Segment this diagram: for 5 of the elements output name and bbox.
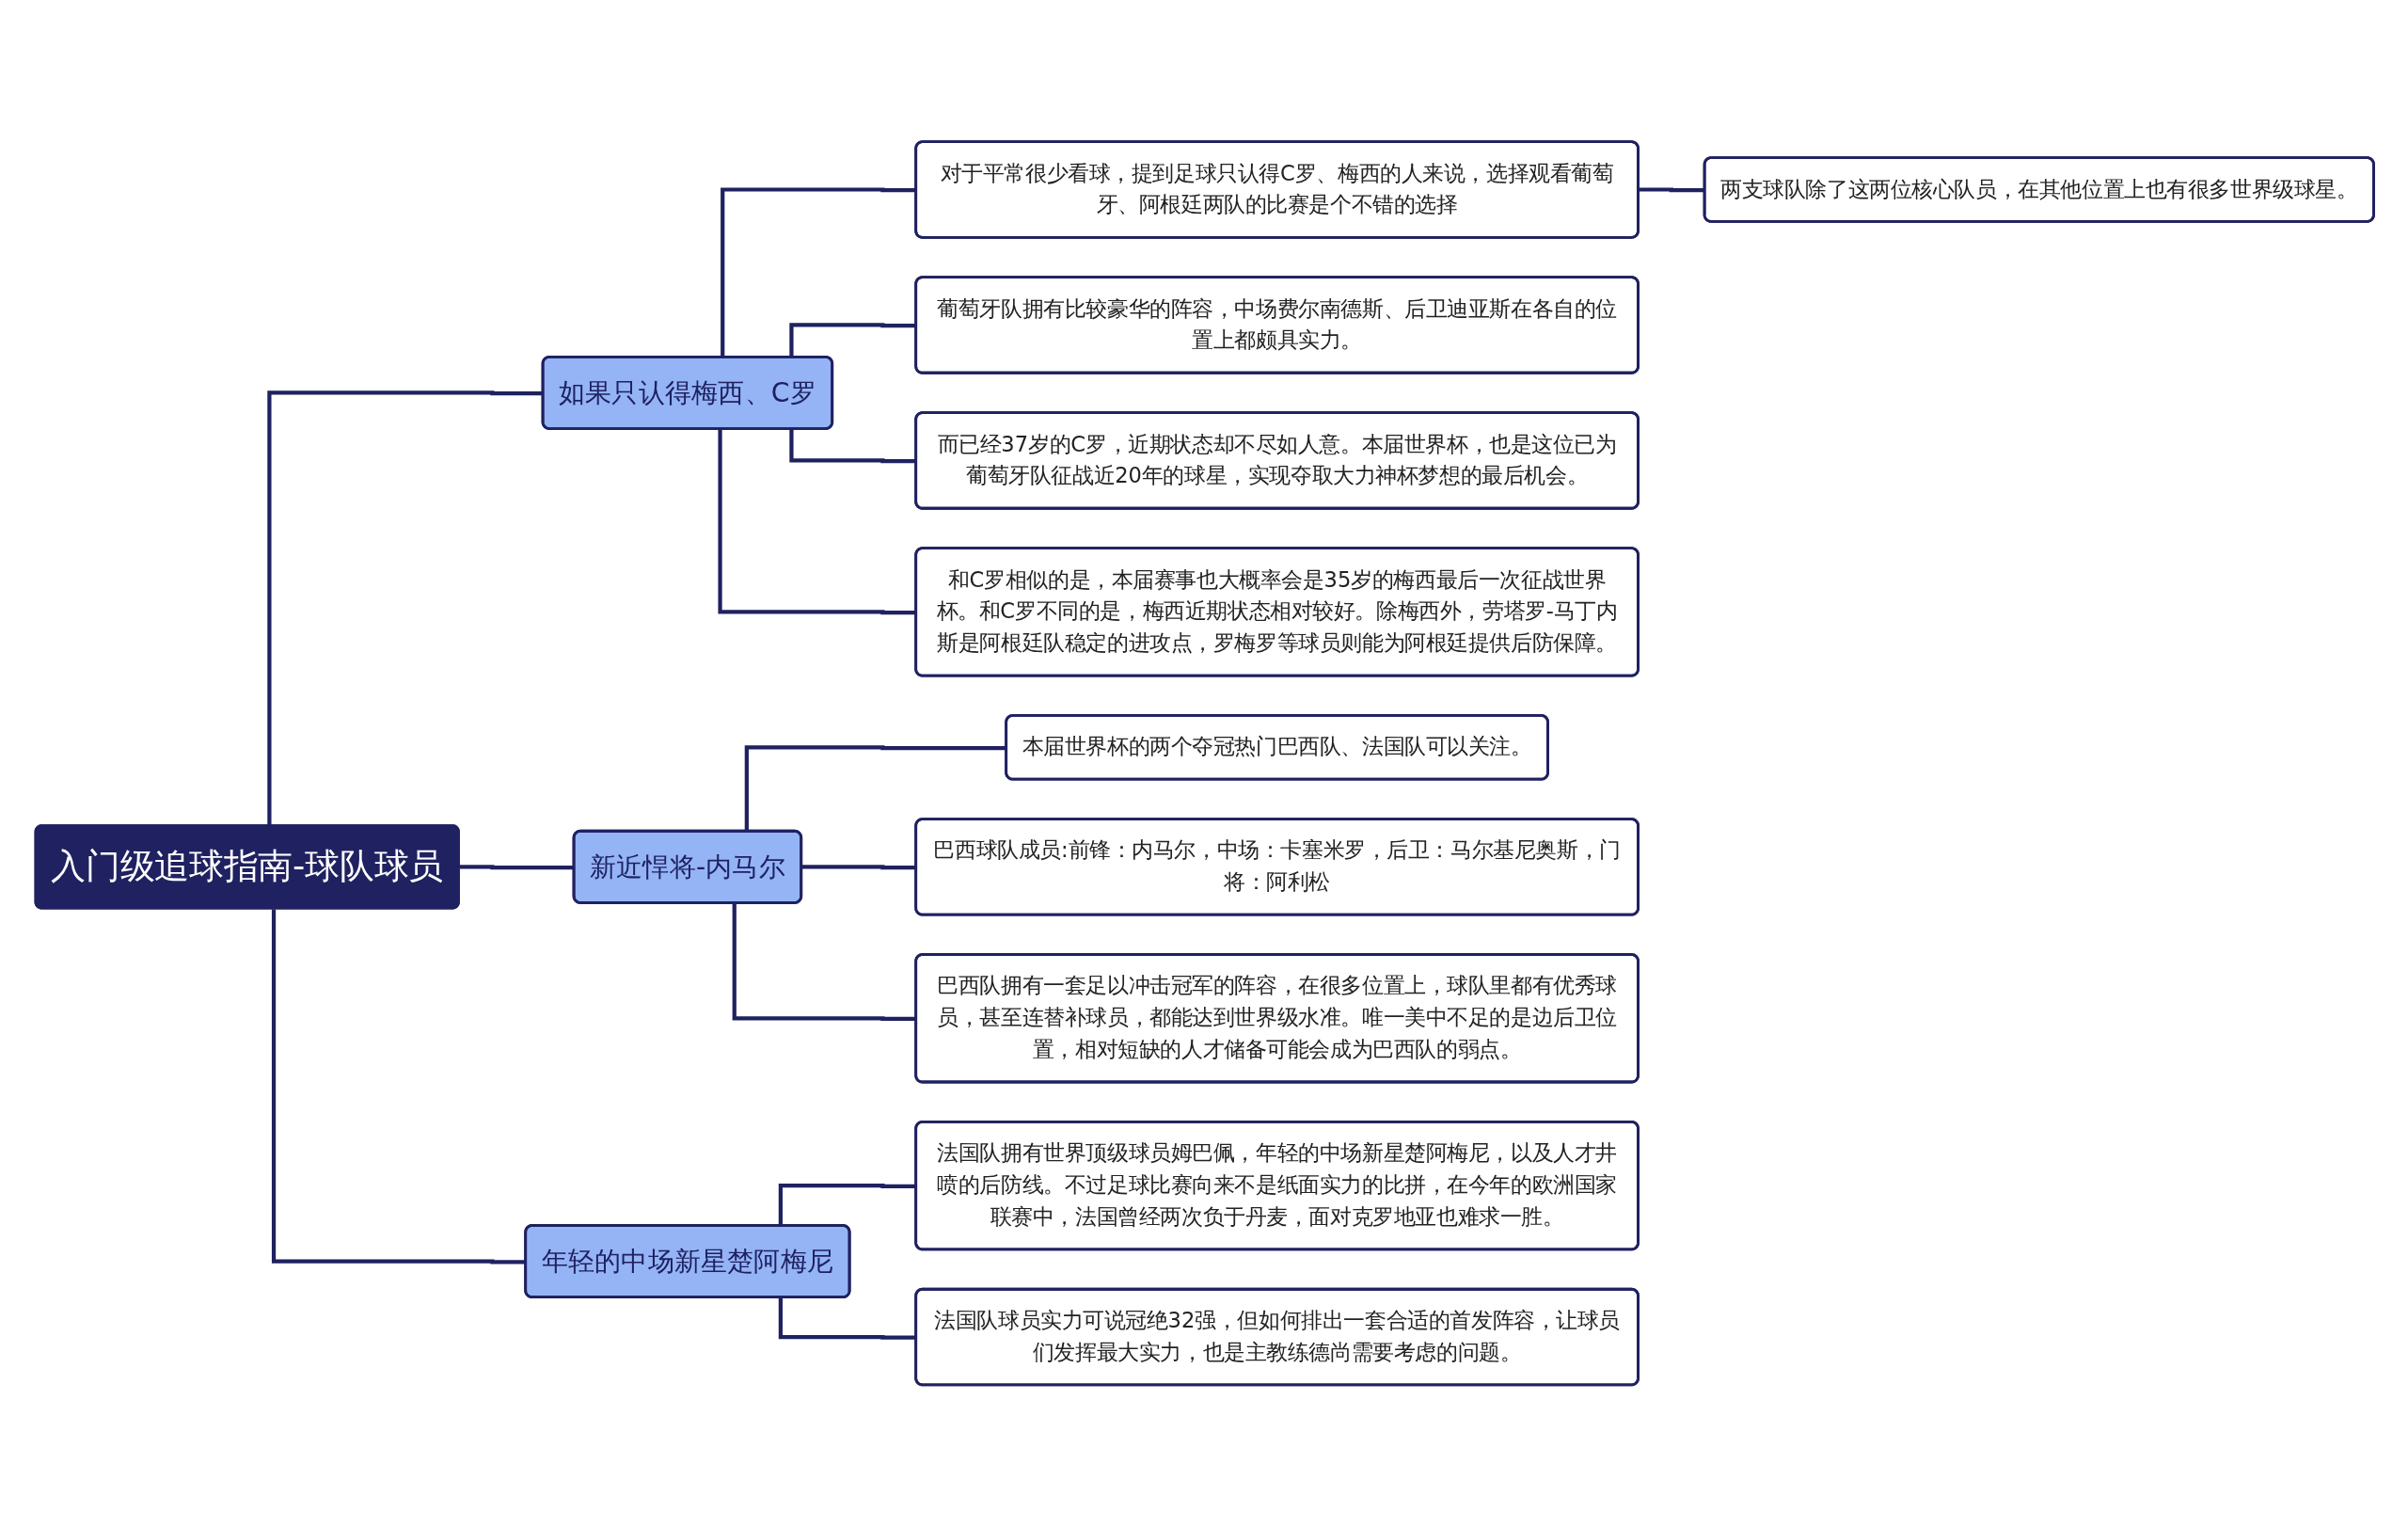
connector [778, 1297, 916, 1341]
connector [788, 429, 916, 464]
connector [271, 909, 526, 1265]
connector [718, 429, 916, 615]
connector [732, 903, 916, 1022]
